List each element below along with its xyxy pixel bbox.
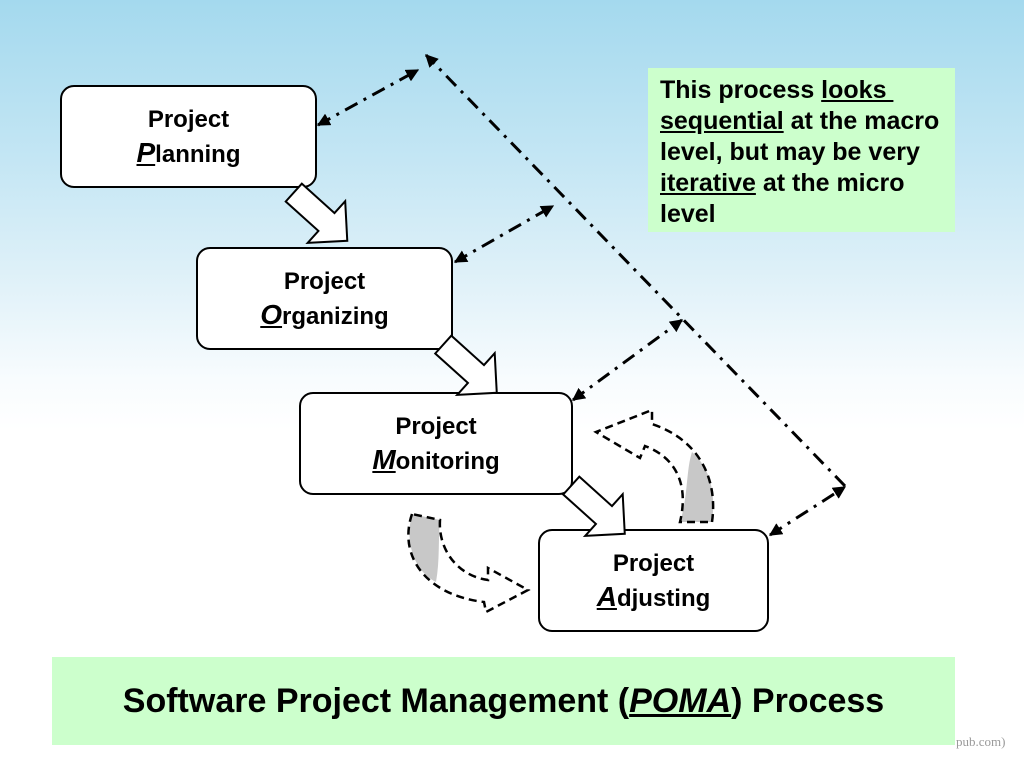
title-text-before: Software Project Management ( [122, 681, 630, 720]
phase-box-label: Project [283, 267, 366, 295]
phase-initial: M [372, 443, 396, 475]
note-line: iterative at the micro [660, 168, 947, 199]
note-text: level [660, 200, 716, 228]
loop-outline [407, 512, 531, 614]
phase-name: Adjusting [597, 580, 711, 615]
phase-name-rest: onitoring [395, 447, 500, 475]
iteration-loop-arrow-right [593, 408, 715, 524]
note-line: level, but may be very [660, 137, 947, 168]
note-text: This process [660, 76, 822, 104]
phase-initial: O [260, 298, 283, 330]
slide-title: Software Project Management (POMA) Proce… [123, 682, 884, 721]
phase-box-adjusting: Project Adjusting [538, 529, 769, 632]
phase-name-rest: lanning [155, 140, 241, 168]
feedback-arrow-adjusting [768, 485, 847, 537]
feedback-arrow-organizing [453, 204, 555, 264]
loop-body [596, 410, 714, 522]
note-text: level, but may be very [660, 138, 920, 166]
process-note: This process looks sequential at the mac… [648, 68, 955, 232]
phase-name: Organizing [260, 298, 388, 333]
title-bar: Software Project Management (POMA) Proce… [52, 657, 955, 745]
iteration-loop-arrow-left [407, 512, 531, 614]
phase-box-organizing: Project Organizing [196, 247, 453, 350]
loop-body [408, 514, 528, 612]
note-line: sequential at the macro [660, 106, 947, 137]
feedback-arrow-monitoring [571, 318, 684, 402]
phase-initial: A [596, 580, 617, 612]
phase-name: Monitoring [372, 443, 499, 478]
feedback-arrow-planning [316, 68, 420, 127]
note-emphasis: iterative [660, 169, 756, 197]
note-line: This process looks [660, 75, 947, 106]
note-text: at the macro [783, 107, 940, 135]
phase-box-monitoring: Project Monitoring [299, 392, 573, 495]
note-text: at the micro [755, 169, 905, 197]
loop-outline [593, 408, 715, 524]
title-text-after: ) Process [731, 681, 885, 720]
note-line: level [660, 199, 947, 230]
note-emphasis: looks [821, 76, 894, 104]
note-emphasis: sequential [660, 107, 784, 135]
phase-box-planning: Project Planning [60, 85, 317, 188]
loop-shade [409, 514, 440, 582]
phase-box-label: Project [612, 549, 695, 577]
loop-shade [680, 452, 714, 522]
title-acronym: POMA [629, 681, 732, 720]
phase-name-rest: djusting [616, 584, 711, 612]
phase-box-label: Project [147, 105, 230, 133]
phase-initial: P [136, 136, 156, 168]
phase-box-label: Project [395, 412, 477, 440]
phase-name: Planning [136, 136, 240, 171]
phase-name-rest: rganizing [282, 302, 389, 330]
copyright-text: pub.com) [956, 734, 1006, 749]
